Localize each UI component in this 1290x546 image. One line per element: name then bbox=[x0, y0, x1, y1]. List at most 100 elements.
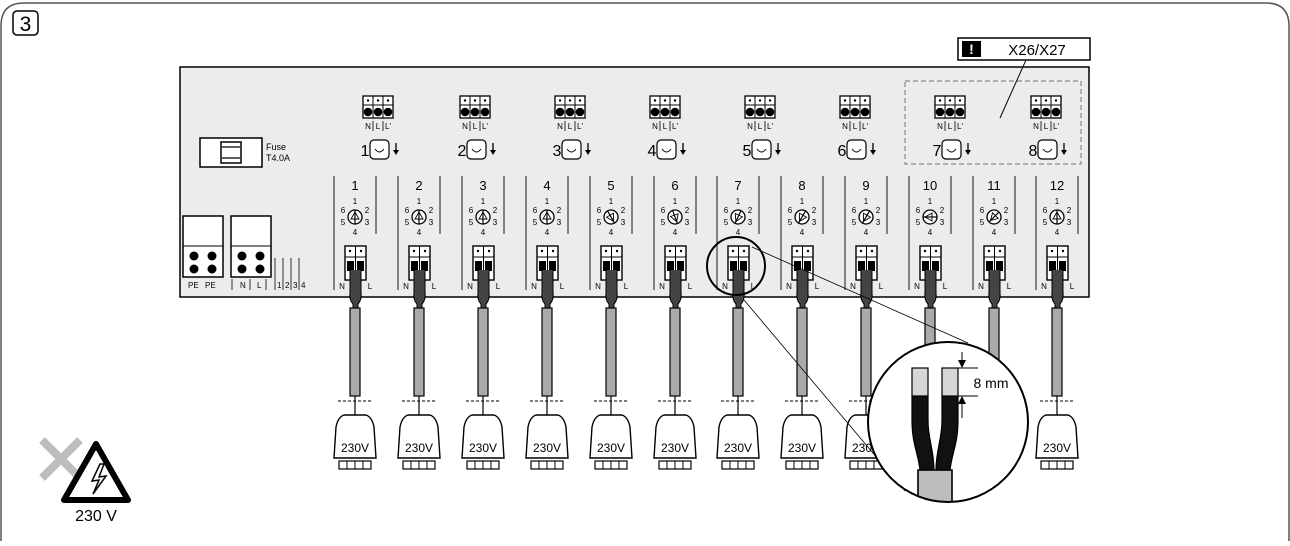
zone-l-label: L bbox=[368, 282, 373, 291]
dial-position-label: 2 bbox=[1067, 206, 1072, 215]
actuator-cable bbox=[796, 307, 808, 397]
dial-position-label: 1 bbox=[417, 197, 422, 206]
dial-position-label: 3 bbox=[493, 218, 498, 227]
zone-l-label: L bbox=[815, 282, 820, 291]
step-number: 3 bbox=[20, 13, 32, 36]
pump-terminal-label: N bbox=[365, 122, 371, 131]
zone-n-label: N bbox=[595, 282, 601, 291]
warning-label-text: X26/X27 bbox=[1008, 42, 1066, 59]
thermal-actuator bbox=[589, 414, 633, 459]
zone-wire bbox=[860, 270, 873, 311]
zone-l-label: L bbox=[1070, 282, 1075, 291]
dial-position-label: 2 bbox=[1004, 206, 1009, 215]
pump-terminal-label: L bbox=[473, 122, 478, 131]
actuator-voltage-label: 230V bbox=[597, 441, 625, 455]
svg-text:!: ! bbox=[969, 41, 974, 57]
actuator-voltage-label: 230V bbox=[1043, 441, 1071, 455]
pump-icon bbox=[369, 139, 390, 160]
zone-wire bbox=[669, 270, 682, 311]
actuator-cable bbox=[349, 307, 361, 397]
thermal-actuator bbox=[716, 414, 760, 459]
dial-position-label: 5 bbox=[1043, 218, 1048, 227]
zone-number: 1 bbox=[351, 178, 358, 193]
dial-position-label: 1 bbox=[353, 197, 358, 206]
no-live-work-icon bbox=[39, 437, 83, 481]
pump-terminal-label: L' bbox=[482, 122, 488, 131]
dial-position-label: 6 bbox=[533, 206, 538, 215]
dial-position-label: 2 bbox=[940, 206, 945, 215]
aux-label-3: 3 bbox=[293, 281, 298, 290]
x26-x27-region bbox=[904, 80, 1082, 165]
dial-position-label: 3 bbox=[557, 218, 562, 227]
zone-number: 4 bbox=[543, 178, 550, 193]
dial-position-label: 4 bbox=[673, 228, 678, 237]
dial-position-label: 4 bbox=[1055, 228, 1060, 237]
dial-position-label: 4 bbox=[481, 228, 486, 237]
pump-terminal-label: L bbox=[948, 122, 953, 131]
dial-position-label: 2 bbox=[365, 206, 370, 215]
zone-number: 8 bbox=[798, 178, 805, 193]
zone-number: 6 bbox=[671, 178, 678, 193]
actuator-cable bbox=[1051, 307, 1063, 397]
actuator-cable bbox=[605, 307, 617, 397]
pump-terminal-label: L' bbox=[862, 122, 868, 131]
aux-label-4: 4 bbox=[301, 281, 306, 290]
zoom-line bbox=[751, 246, 969, 344]
zone-l-label: L bbox=[879, 282, 884, 291]
dial-position-label: 6 bbox=[852, 206, 857, 215]
pump-icon bbox=[751, 139, 772, 160]
dial-position-label: 1 bbox=[736, 197, 741, 206]
zone-number: 10 bbox=[923, 178, 937, 193]
dial-position-label: 5 bbox=[341, 218, 346, 227]
pump-terminal-label: L bbox=[376, 122, 381, 131]
dial-position-label: 2 bbox=[685, 206, 690, 215]
thermal-actuator bbox=[525, 414, 569, 459]
strip-length-label: 8 mm bbox=[974, 375, 1009, 391]
dial-position-label: 3 bbox=[940, 218, 945, 227]
pump-terminal-label: L bbox=[1044, 122, 1049, 131]
pump-terminal-label: L' bbox=[577, 122, 583, 131]
dial-position-label: 2 bbox=[429, 206, 434, 215]
pump-terminal-label: L' bbox=[957, 122, 963, 131]
dial-position-label: 5 bbox=[916, 218, 921, 227]
dial-position-label: 4 bbox=[992, 228, 997, 237]
exclamation-icon bbox=[962, 41, 981, 57]
dial-position-label: 4 bbox=[800, 228, 805, 237]
zone-n-label: N bbox=[914, 282, 920, 291]
dial-position-label: 6 bbox=[341, 206, 346, 215]
pump-terminal-label: L' bbox=[672, 122, 678, 131]
thermal-actuator bbox=[333, 414, 377, 459]
pump-output-number: 4 bbox=[648, 143, 657, 160]
pump-terminal-label: L bbox=[568, 122, 573, 131]
pe-label-1: PE bbox=[188, 281, 199, 290]
dial-position-label: 4 bbox=[545, 228, 550, 237]
zone-number: 5 bbox=[607, 178, 614, 193]
pump-icon bbox=[466, 139, 487, 160]
dial-position-label: 5 bbox=[469, 218, 474, 227]
dial-position-label: 4 bbox=[609, 228, 614, 237]
nl-terminal-block bbox=[230, 215, 272, 278]
zone-number: 12 bbox=[1050, 178, 1064, 193]
pump-terminal-label: L bbox=[758, 122, 763, 131]
pump-terminal-label: L bbox=[663, 122, 668, 131]
actuator-voltage-label: 230V bbox=[788, 441, 816, 455]
fuse-holder bbox=[199, 137, 263, 168]
dial-position-label: 2 bbox=[812, 206, 817, 215]
pump-output-number: 1 bbox=[361, 143, 370, 160]
zone-l-label: L bbox=[624, 282, 629, 291]
pump-terminal-label: L' bbox=[385, 122, 391, 131]
dial-position-label: 6 bbox=[661, 206, 666, 215]
zone-n-label: N bbox=[722, 282, 728, 291]
pump-terminal-label: N bbox=[652, 122, 658, 131]
zoom-source-circle bbox=[706, 236, 766, 296]
dial-position-label: 2 bbox=[876, 206, 881, 215]
dial-position-label: 2 bbox=[621, 206, 626, 215]
zone-wire bbox=[541, 270, 554, 311]
thermal-actuator bbox=[1035, 414, 1079, 459]
